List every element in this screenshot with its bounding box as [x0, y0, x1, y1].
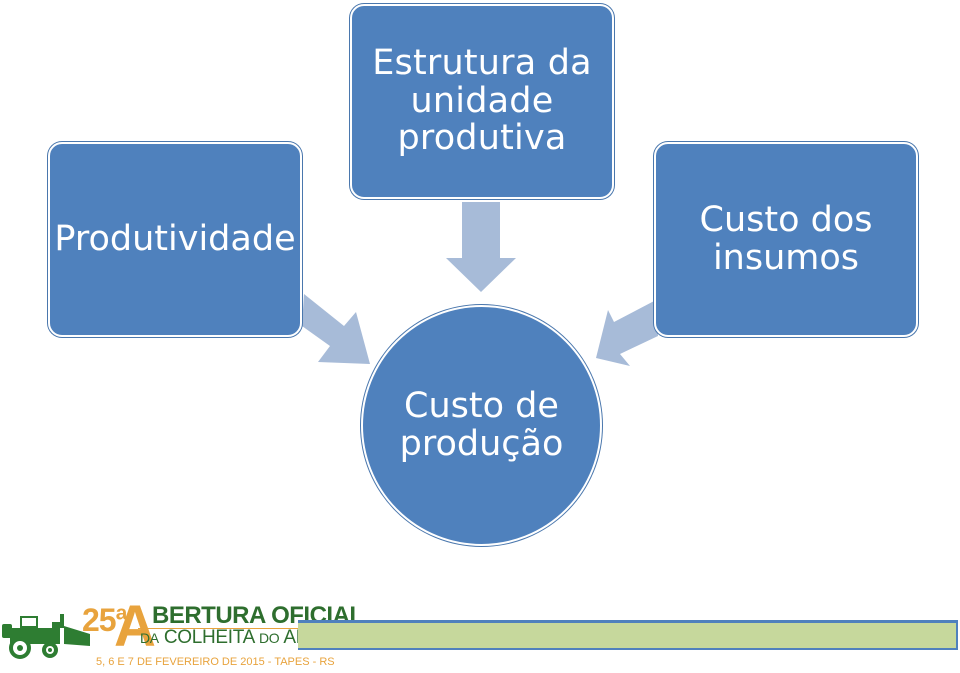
arrow-productivity-to-cost: [302, 294, 370, 364]
footer: 25ª A BERTURA OFICIAL DA COLHEITA DO ARR…: [0, 594, 960, 673]
structure-node: Estrutura da unidade produtiva: [350, 4, 614, 199]
logo-subtitle-colheita: COLHEITA: [158, 627, 259, 648]
logo-subtitle-do: DO: [258, 630, 280, 646]
harvester-icon: [2, 614, 90, 659]
arrow-inputs-to-cost: [596, 300, 658, 366]
logo-divider: [138, 628, 298, 629]
logo-dates: 5, 6 E 7 DE FEVEREIRO DE 2015 - TAPES - …: [96, 656, 335, 668]
inputs-cost-label: Custo dos insumos: [699, 199, 873, 278]
production-cost-node: Custo de produção: [361, 305, 602, 546]
structure-label: Estrutura da unidade produtiva: [372, 42, 592, 159]
logo-letter: A: [114, 594, 156, 659]
logo-subtitle-da: DA: [140, 630, 159, 646]
productivity-node: Produtividade: [48, 142, 302, 337]
production-cost-label: Custo de produção: [399, 385, 564, 464]
logo-number: 25ª: [82, 602, 127, 638]
arrow-structure-to-cost: [446, 202, 516, 292]
inputs-cost-node: Custo dos insumos: [654, 142, 918, 337]
footer-bar: [298, 620, 958, 650]
productivity-label: Produtividade: [54, 218, 296, 259]
